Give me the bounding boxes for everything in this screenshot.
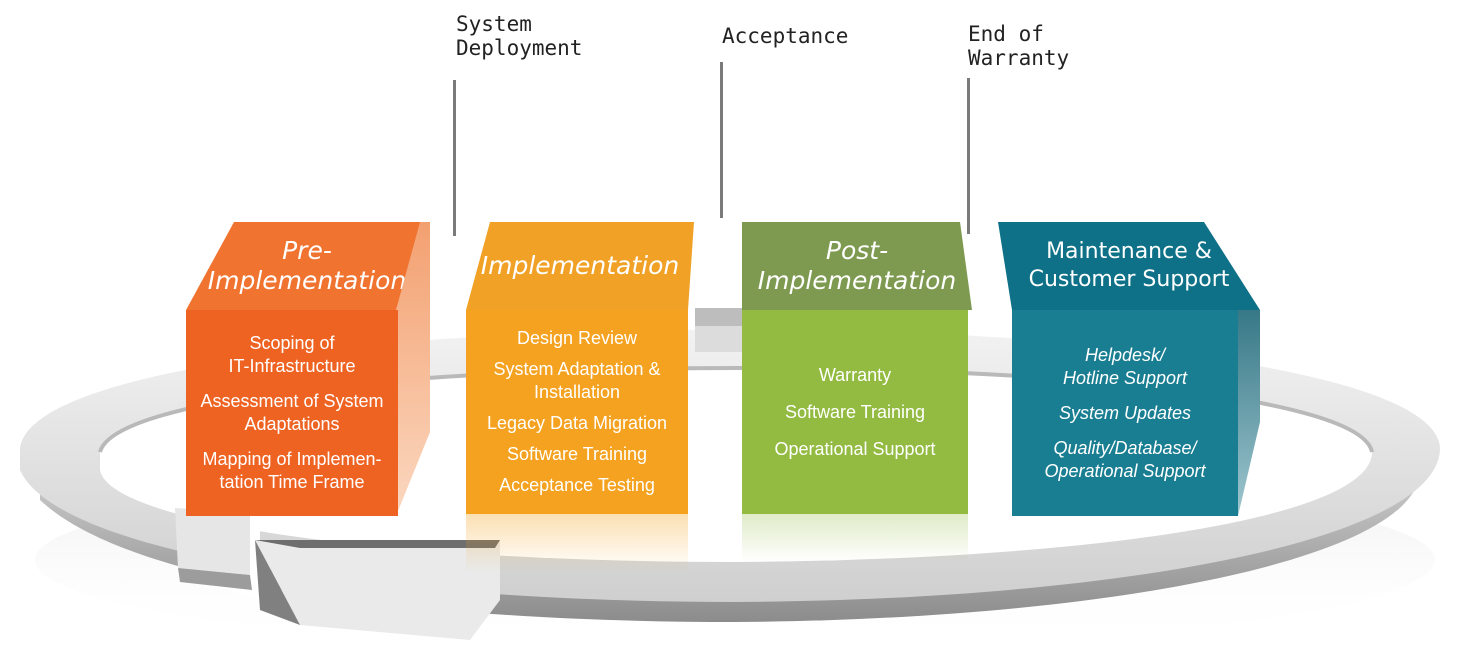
phase-title-line: Pre- — [282, 236, 332, 265]
milestone-label-line: End of — [968, 22, 1044, 46]
phase-item: System Adaptation & Installation — [493, 358, 660, 404]
milestone-label-line: Deployment — [456, 36, 583, 60]
phase-item-line: Helpdesk/ — [1084, 344, 1166, 365]
phase-item-line: Software Training — [784, 401, 926, 422]
phase-item-line: Acceptance Testing — [499, 475, 655, 495]
milestone-system-deployment-label: System Deployment — [456, 12, 582, 60]
phase-item: Legacy Data Migration — [487, 412, 667, 435]
milestone-acceptance-label: Acceptance — [722, 24, 848, 48]
phase-cube-implementation: Implementation Design Review System Adap… — [466, 222, 694, 514]
phase-item: Mapping of Implemen- tation Time Frame — [202, 448, 381, 494]
phase-item-line: Operational Support — [1044, 460, 1206, 481]
phase-title-implementation: Implementation — [466, 222, 694, 310]
phase-item-line: Operational Support — [774, 438, 936, 459]
phase-item-line: Design Review — [516, 328, 638, 348]
milestone-end-of-warranty-label: End of Warranty — [968, 22, 1069, 70]
phase-title-line: Implementation — [757, 266, 957, 295]
phase-item: Operational Support — [774, 438, 935, 461]
milestone-end-of-warranty-line — [967, 78, 970, 234]
phase-title-line: Post- — [825, 236, 889, 265]
phase-title-line: Maintenance & — [1046, 239, 1212, 264]
phase-item-line: Mapping of Implemen- — [202, 449, 382, 469]
phase-item-line: Warranty — [818, 364, 892, 385]
phase-items-implementation: Design Review System Adaptation & Instal… — [466, 310, 688, 514]
phase-item-line: Legacy Data Migration — [486, 413, 668, 433]
milestone-label-line: Acceptance — [722, 24, 849, 48]
phase-items-pre-implementation: Scoping of IT-Infrastructure Assessment … — [186, 310, 398, 516]
phase-item: Scoping of IT-Infrastructure — [228, 332, 355, 378]
phase-item: Assessment of System Adaptations — [200, 390, 383, 436]
phase-item-line: System Updates — [1058, 402, 1192, 423]
phase-item-line: Assessment of System — [200, 391, 384, 411]
phase-reflection-implementation — [466, 512, 688, 572]
phase-item: Design Review — [517, 327, 637, 350]
phase-item-line: IT-Infrastructure — [228, 356, 356, 376]
phase-reflection-post-implementation — [742, 512, 968, 562]
milestone-label-line: Warranty — [968, 46, 1070, 70]
phase-side-maintenance-support — [1238, 310, 1260, 516]
phase-item-line: Hotline Support — [1062, 367, 1188, 388]
phase-item-line: Adaptations — [244, 414, 340, 434]
phase-item: Software Training — [785, 401, 925, 424]
phase-item: Warranty — [819, 364, 891, 387]
phase-title-line: Implementation — [207, 266, 407, 295]
phase-item-line: Installation — [533, 382, 621, 402]
phase-item-line: Scoping of — [249, 333, 335, 353]
phase-item-line: Quality/Database/ — [1053, 437, 1197, 458]
phase-title-post-implementation: Post- Implementation — [742, 222, 972, 310]
phase-title-line: Customer Support — [1028, 267, 1230, 292]
phase-title-maintenance-support: Maintenance & Customer Support — [998, 222, 1260, 310]
milestone-acceptance-line — [720, 62, 723, 218]
phase-item-line: tation Time Frame — [219, 472, 365, 492]
phase-cube-pre-implementation: Pre- Implementation Scoping of IT-Infras… — [186, 222, 448, 516]
phase-items-post-implementation: Warranty Software Training Operational S… — [742, 310, 968, 514]
milestone-label-line: System — [456, 12, 532, 36]
phase-item: Quality/Database/ Operational Support — [1044, 437, 1205, 483]
phase-item: Acceptance Testing — [499, 474, 655, 497]
phase-item-line: System Adaptation & — [493, 359, 661, 379]
phase-title-pre-implementation: Pre- Implementation — [186, 222, 428, 310]
phase-item: Software Training — [507, 443, 647, 466]
phase-item: Helpdesk/ Hotline Support — [1063, 344, 1187, 390]
milestone-system-deployment-line — [453, 80, 456, 236]
phase-cube-post-implementation: Post- Implementation Warranty Software T… — [742, 222, 972, 514]
phase-item: System Updates — [1059, 402, 1191, 425]
phase-cube-maintenance-support: Maintenance & Customer Support Helpdesk/… — [998, 222, 1260, 516]
phase-item-line: Software Training — [506, 444, 648, 464]
phase-items-maintenance-support: Helpdesk/ Hotline Support System Updates… — [1012, 310, 1238, 516]
phase-title-line: Implementation — [480, 251, 680, 280]
